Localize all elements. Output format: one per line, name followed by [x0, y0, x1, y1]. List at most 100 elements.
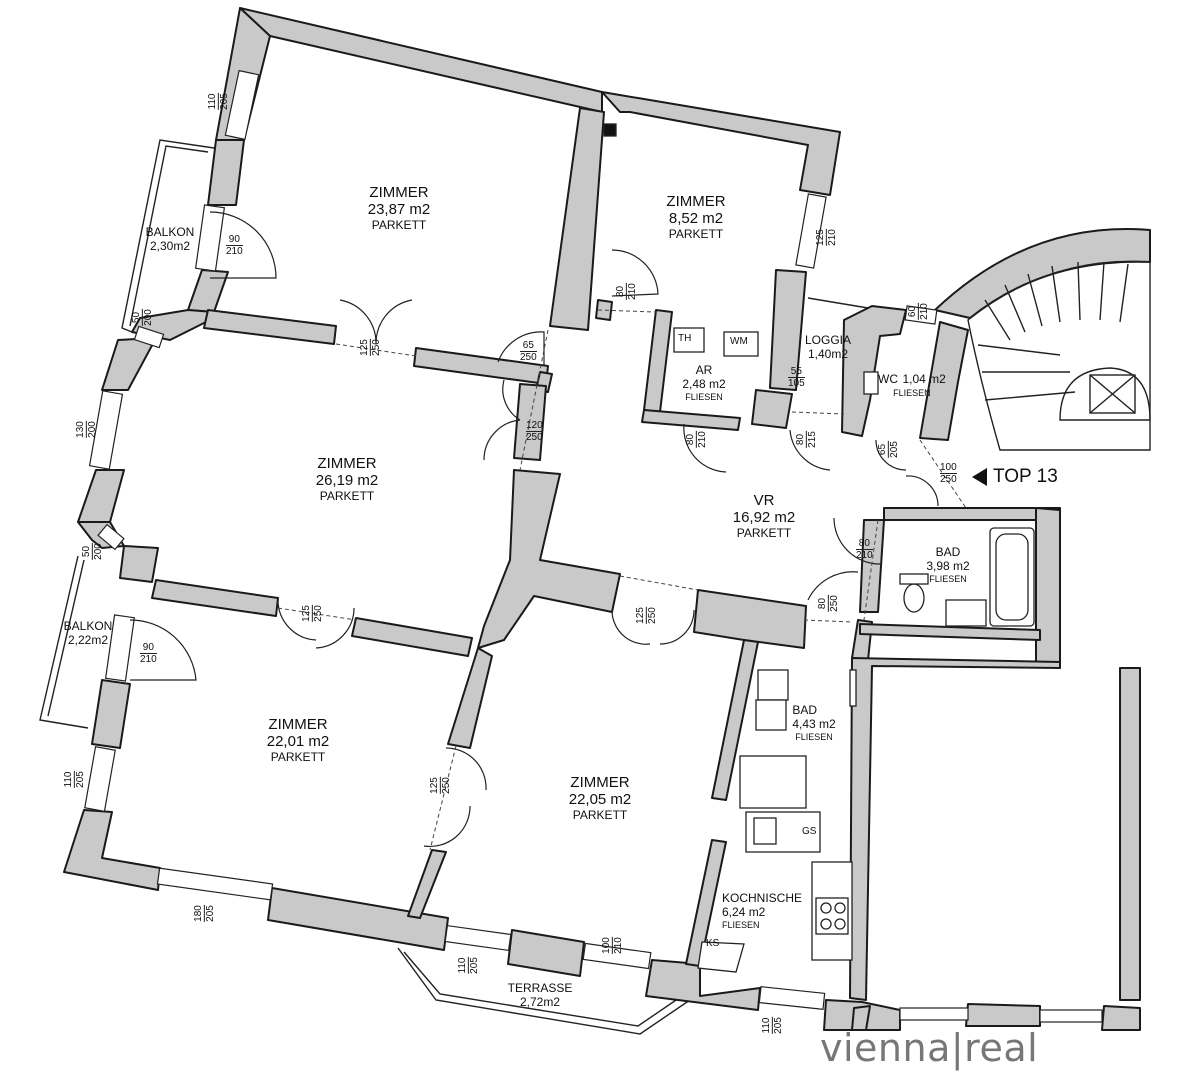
- fixture-label-wm: WM: [730, 336, 748, 347]
- room-floor: FLIESEN: [685, 391, 723, 402]
- brand-logo: vienna|real: [820, 1026, 1039, 1070]
- room-floor: PARKETT: [572, 807, 628, 822]
- fridge-ks-icon: [697, 941, 745, 973]
- loggia-rail: [807, 297, 869, 309]
- room-terrasse: TERRASSE 2,72m2: [507, 981, 573, 1010]
- room-name: AR: [695, 363, 713, 377]
- room-zimmer-1: ZIMMER 23,87 m2 PARKETT: [368, 184, 431, 232]
- room-area: 6,24 m2: [722, 904, 766, 919]
- staircase: [934, 228, 1151, 451]
- room-name: ZIMMER: [369, 184, 429, 201]
- fixtures: [603, 123, 1035, 973]
- room-area: 23,87 m2: [367, 201, 431, 219]
- room-bad-2: BAD 4,43 m2 FLIESEN: [792, 703, 836, 742]
- room-area: 2,22m2: [67, 632, 109, 647]
- room-balkon-2: BALKON 2,22m2: [63, 619, 113, 648]
- bath-sink-1-icon: [757, 669, 789, 701]
- room-area: 1,40m2: [807, 346, 849, 361]
- room-floor: PARKETT: [736, 525, 792, 540]
- room-zimmer-4: ZIMMER 22,01 m2 PARKETT: [267, 716, 330, 764]
- room-ar: AR 2,48 m2 FLIESEN: [682, 363, 726, 402]
- dryer-th: [673, 327, 705, 353]
- room-bad-1: BAD 3,98 m2 FLIESEN: [926, 545, 969, 584]
- room-floor: FLIESEN: [893, 388, 931, 399]
- room-area: 8,52 m2: [668, 210, 724, 228]
- room-floor: PARKETT: [668, 226, 724, 241]
- room-floor: PARKETT: [270, 749, 326, 764]
- balkon-lower-outline-inner: [47, 559, 85, 717]
- entrance-marker: TOP 13: [972, 466, 1058, 488]
- bath-sink-2-icon: [755, 699, 787, 731]
- kitchen-sink-icon: [753, 817, 777, 845]
- room-floor: FLIESEN: [795, 731, 833, 742]
- room-area: 16,92 m2: [732, 509, 796, 527]
- room-name: ZIMMER: [570, 774, 630, 791]
- balkon-upper-outline: [121, 139, 215, 333]
- room-area: 22,01 m2: [266, 733, 330, 751]
- chimney-icon: [603, 123, 617, 137]
- entrance-label: TOP 13: [993, 466, 1058, 487]
- room-name: TERRASSE: [507, 981, 573, 995]
- room-wc: WC 1,04 m2 FLIESEN: [878, 370, 946, 399]
- room-zimmer-3: ZIMMER 26,19 m2 PARKETT: [316, 455, 379, 503]
- room-floor: PARKETT: [371, 217, 427, 232]
- wc-toilet-icon: [863, 371, 879, 395]
- terrasse-outline-inner: [403, 951, 683, 1027]
- fixture-label-gs: GS: [802, 826, 817, 837]
- room-name: ZIMMER: [317, 455, 377, 472]
- arrow-left-icon: [972, 468, 987, 486]
- fixture-label-th: TH: [678, 333, 692, 344]
- shower-icon: [739, 755, 807, 809]
- room-name: BALKON: [63, 619, 113, 633]
- sink-icon: [945, 599, 987, 627]
- walls: [63, 7, 1141, 1031]
- room-name: KOCHNISCHE: [722, 891, 803, 905]
- room-area: 22,05 m2: [568, 791, 632, 809]
- room-zimmer-2: ZIMMER 8,52 m2 PARKETT: [666, 193, 725, 241]
- room-floor: FLIESEN: [722, 919, 760, 930]
- room-area: 2,30m2: [149, 238, 191, 253]
- room-area: 1,04 m2: [902, 372, 946, 386]
- room-loggia: LOGGIA 1,40m2: [804, 333, 852, 362]
- room-area: 2,48 m2: [682, 376, 726, 391]
- room-name: BAD: [935, 545, 961, 559]
- room-area: 4,43 m2: [792, 716, 836, 731]
- room-name: VR: [753, 492, 775, 509]
- openings: [277, 309, 967, 851]
- room-area: 26,19 m2: [315, 472, 379, 490]
- room-kochnische: KOCHNISCHE 6,24 m2 FLIESEN: [722, 891, 803, 930]
- room-name: BAD: [792, 703, 818, 717]
- room-name: LOGGIA: [804, 333, 852, 347]
- room-name: ZIMMER: [268, 716, 328, 733]
- room-name: WC: [878, 372, 898, 386]
- washer-wm: [723, 331, 759, 357]
- toilet-icon: [903, 583, 925, 613]
- towel-rail-icon: [849, 669, 857, 707]
- balkon-upper-outline-inner: [129, 145, 209, 327]
- balkon-lower-outline: [39, 555, 89, 729]
- room-floor: FLIESEN: [929, 573, 967, 584]
- windows: [84, 69, 1103, 1023]
